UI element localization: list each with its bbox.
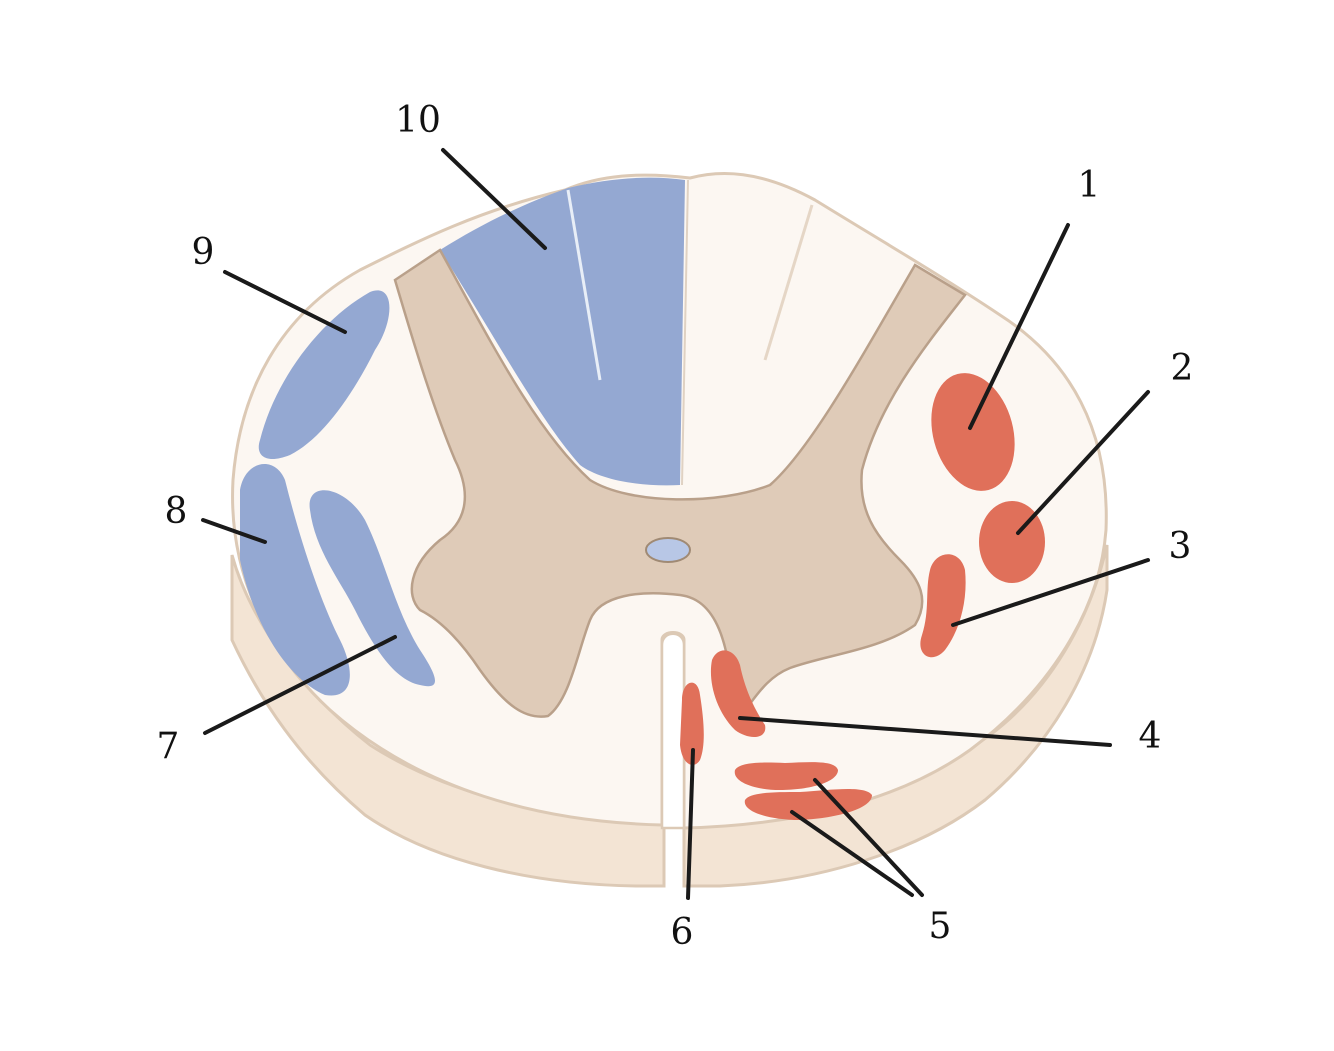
tract-3-red bbox=[920, 554, 966, 658]
gray-matter bbox=[393, 248, 967, 723]
tract-8-blue bbox=[240, 463, 350, 696]
leader-line-10 bbox=[441, 148, 547, 250]
tract-5a-red bbox=[734, 762, 838, 790]
leader-line-9 bbox=[223, 270, 347, 334]
central-canal bbox=[645, 537, 691, 563]
tract-7-blue bbox=[309, 490, 435, 687]
tract-6-red bbox=[680, 682, 704, 765]
leader-line-5b bbox=[790, 810, 914, 897]
label-7: 7 bbox=[157, 726, 180, 767]
label-2: 2 bbox=[1171, 348, 1194, 389]
leader-line-2 bbox=[1016, 390, 1150, 535]
tract-4-red bbox=[710, 650, 766, 737]
label-4: 4 bbox=[1139, 716, 1162, 757]
dorsal-column-septum-line-right bbox=[763, 204, 814, 361]
dorsal-column-tract-left bbox=[440, 177, 685, 486]
label-3: 3 bbox=[1169, 526, 1192, 567]
tract-1-red bbox=[931, 373, 1015, 491]
dorsal-median-line bbox=[681, 179, 689, 486]
leader-line-4 bbox=[738, 716, 1112, 747]
label-10: 10 bbox=[395, 100, 441, 141]
leader-line-6 bbox=[686, 748, 695, 900]
leader-line-8 bbox=[201, 518, 267, 544]
leader-line-3 bbox=[951, 558, 1150, 627]
leader-line-5a bbox=[813, 778, 924, 897]
label-9: 9 bbox=[192, 232, 215, 273]
tract-5b-red bbox=[744, 788, 872, 820]
label-8: 8 bbox=[165, 491, 188, 532]
label-1: 1 bbox=[1078, 165, 1101, 206]
dorsal-column-septum-line bbox=[566, 189, 602, 381]
leader-line-7 bbox=[203, 635, 397, 735]
label-6: 6 bbox=[671, 912, 694, 953]
anterior-median-fissure bbox=[660, 632, 686, 830]
tract-9-blue bbox=[258, 290, 390, 460]
leader-line-1 bbox=[968, 223, 1070, 430]
label-5: 5 bbox=[929, 906, 952, 947]
